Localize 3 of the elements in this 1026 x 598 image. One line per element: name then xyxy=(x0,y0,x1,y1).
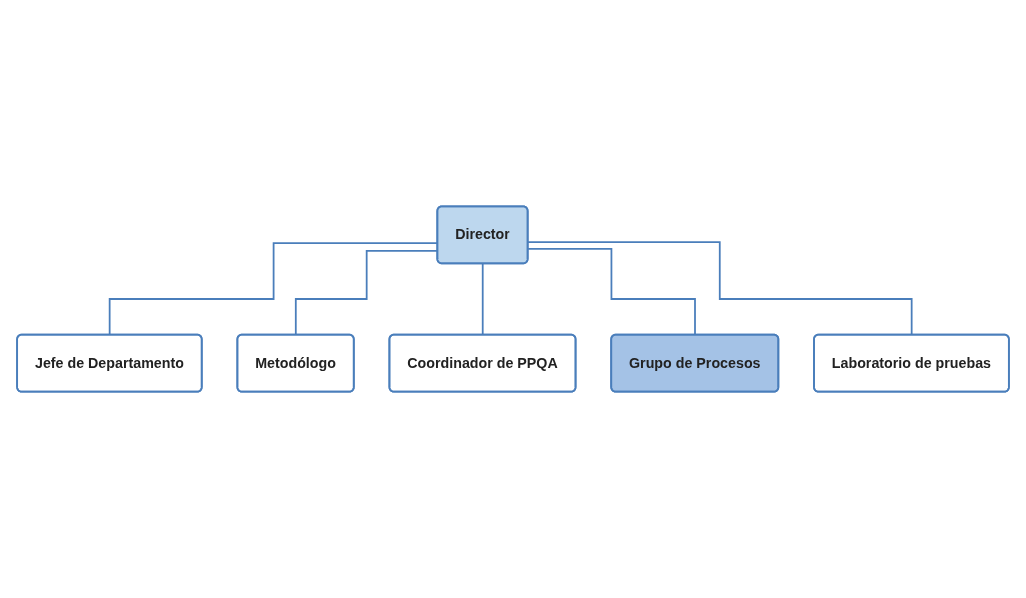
connector xyxy=(527,248,697,336)
connector xyxy=(481,262,484,336)
connector xyxy=(527,241,913,336)
